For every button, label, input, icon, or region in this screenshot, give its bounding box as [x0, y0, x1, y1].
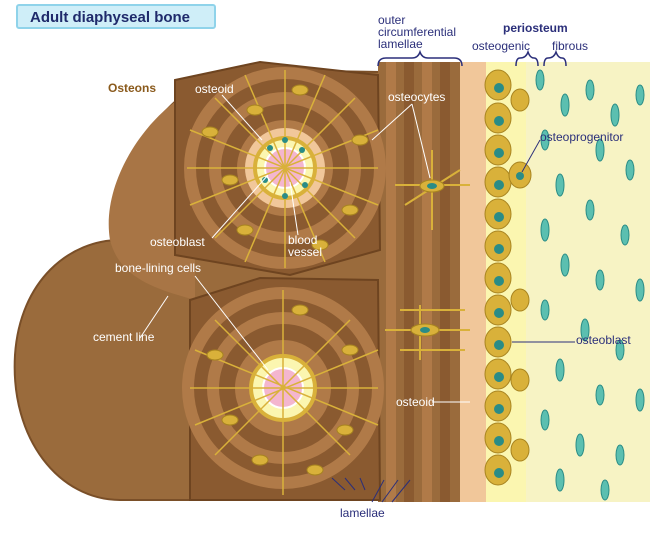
label-blood: blood — [288, 233, 318, 247]
osteoid-layer — [460, 62, 486, 502]
label-osteoid-bottom: osteoid — [396, 395, 435, 409]
diagram-title: Adult diaphyseal bone — [30, 9, 191, 26]
label-osteogenic: osteogenic — [472, 39, 531, 53]
title-box: Adult diaphyseal bone — [16, 4, 216, 29]
label-vessel: vessel — [288, 245, 323, 259]
label-lamellae-bottom: lamellae — [340, 506, 385, 520]
label-outer: outer — [378, 13, 406, 27]
label-cement-line: cement line — [93, 330, 155, 344]
label-circumferential: circumferential — [378, 25, 457, 39]
periosteum-fibrous-layer — [526, 62, 650, 502]
leader-lines — [139, 94, 470, 403]
label-osteons: Osteons — [108, 81, 157, 95]
label-bone-lining-cells: bone-lining cells — [115, 261, 202, 275]
fibroblasts — [535, 69, 645, 501]
outer-circumferential-lamellae — [378, 62, 462, 502]
label-fibrous: fibrous — [552, 39, 589, 53]
osteoblast-row — [484, 69, 532, 486]
label-lamellae-top: lamellae — [378, 37, 423, 51]
label-osteoblast-right: osteoblast — [576, 333, 631, 347]
label-osteoblast-left: osteoblast — [150, 235, 205, 249]
label-osteoid-top: osteoid — [195, 82, 234, 96]
label-periosteum: periosteum — [503, 21, 568, 35]
osteon-shadow-left — [108, 90, 195, 300]
label-osteoprogenitor: osteoprogenitor — [540, 130, 624, 144]
braces — [377, 49, 567, 67]
osteon-bottom — [182, 276, 384, 501]
leader-lines-dark — [331, 139, 575, 503]
label-osteocytes: osteocytes — [388, 90, 446, 104]
